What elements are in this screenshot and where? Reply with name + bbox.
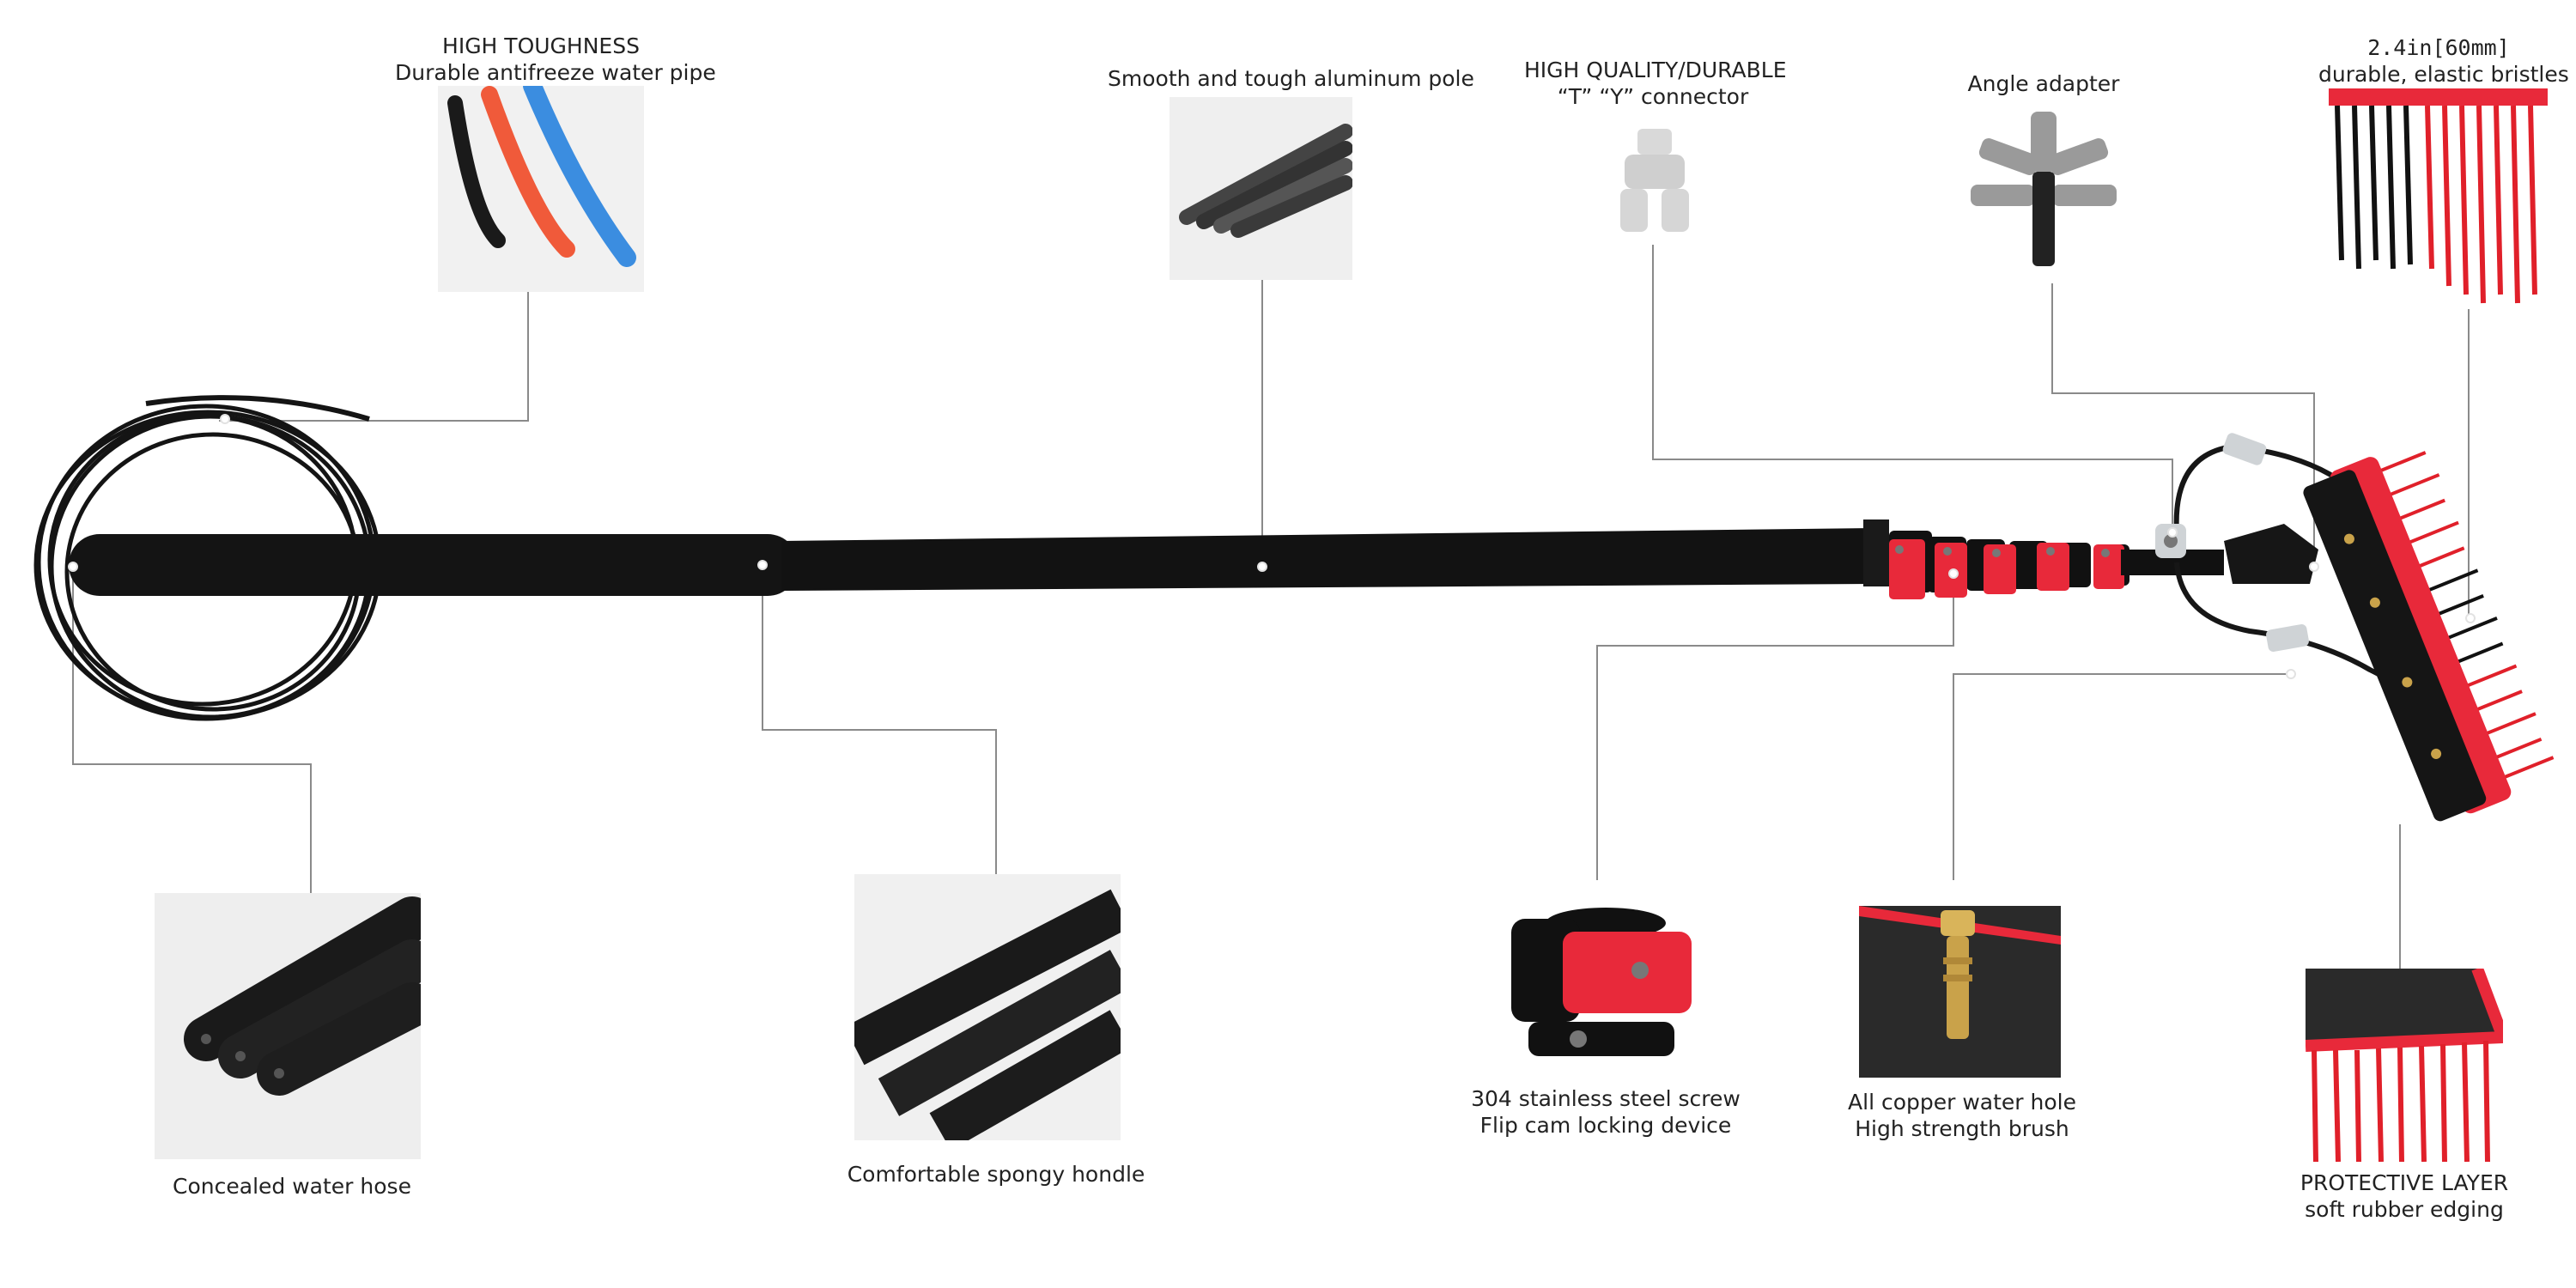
callout-edging-line2: soft rubber edging xyxy=(2305,1197,2504,1222)
callout-bristles-size: 2.4in[60mm] xyxy=(2367,35,2510,60)
callout-pipe-line1: HIGH TOUGHNESS xyxy=(442,33,640,58)
leader-hose xyxy=(72,567,312,893)
copper-water-hole-photo xyxy=(1859,906,2061,1078)
marker-adapter xyxy=(2309,562,2319,572)
foam-handle xyxy=(69,534,799,596)
y-connector-photo xyxy=(1607,120,1702,240)
angle-adapter-photo xyxy=(1962,103,2125,283)
aluminum-pole-photo xyxy=(1170,97,1352,280)
marker-copper xyxy=(2286,669,2296,679)
concealed-hose-photo xyxy=(155,893,421,1159)
marker-connector xyxy=(2167,527,2178,538)
spongy-handle-photo xyxy=(854,874,1121,1140)
callout-pole-line1: Smooth and tough aluminum pole xyxy=(1108,66,1474,91)
marker-pole xyxy=(1257,562,1267,572)
t-connector xyxy=(2155,524,2186,558)
rubber-edging-photo xyxy=(2306,969,2503,1162)
aluminum-pole xyxy=(781,528,1872,591)
callout-adapter: Angle adapter xyxy=(1949,70,2138,97)
leader-handle xyxy=(762,567,997,874)
leader-pipe xyxy=(219,283,529,422)
bristles-photo xyxy=(2329,88,2548,307)
callout-handle-line1: Comfortable spongy hondle xyxy=(847,1162,1145,1187)
callout-copper-line2: High strength brush xyxy=(1855,1116,2069,1141)
marker-handle xyxy=(757,560,768,570)
callout-pipe: HIGH TOUGHNESS Durable antifreeze water … xyxy=(395,33,716,86)
callout-screw-line2: Flip cam locking device xyxy=(1479,1113,1732,1138)
callout-pole: Smooth and tough aluminum pole xyxy=(1108,65,1474,92)
callout-edging-line1: PROTECTIVE LAYER xyxy=(2300,1170,2509,1195)
locking-clamp-photo xyxy=(1511,902,1700,1065)
callout-screw: 304 stainless steel screw Flip cam locki… xyxy=(1468,1085,1743,1139)
callout-hose-line1: Concealed water hose xyxy=(173,1174,411,1199)
marker-bristles xyxy=(2465,613,2476,623)
callout-connector: HIGH QUALITY/DURABLE “T” “Y” connector xyxy=(1524,57,1787,110)
leader-copper xyxy=(1953,673,2288,880)
callout-handle: Comfortable spongy hondle xyxy=(841,1161,1151,1188)
callout-bristles: 2.4in[60mm] durable, elastic bristles xyxy=(2318,34,2569,88)
callout-adapter-line1: Angle adapter xyxy=(1967,71,2120,96)
callout-hose: Concealed water hose xyxy=(146,1173,438,1200)
callout-copper: All copper water hole High strength brus… xyxy=(1825,1089,2099,1142)
leader-connector xyxy=(1652,245,2173,528)
leader-screw xyxy=(1596,567,1954,880)
leader-adapter xyxy=(2051,275,2315,567)
callout-connector-line2: “T” “Y” connector xyxy=(1557,84,1749,109)
callout-connector-line1: HIGH QUALITY/DURABLE xyxy=(1524,58,1787,82)
callout-copper-line1: All copper water hole xyxy=(1848,1090,2076,1115)
marker-pipe xyxy=(220,414,230,424)
antifreeze-pipe-photo xyxy=(438,86,644,292)
flip-cam-clamps xyxy=(1863,519,2129,599)
brush-head xyxy=(2303,451,2555,822)
marker-screw xyxy=(1948,568,1959,579)
callout-bristles-line2: durable, elastic bristles xyxy=(2318,62,2569,87)
callout-pipe-line2: Durable antifreeze water pipe xyxy=(395,60,716,85)
marker-hose xyxy=(68,562,78,572)
callout-screw-line1: 304 stainless steel screw xyxy=(1471,1086,1741,1111)
callout-edging: PROTECTIVE LAYER soft rubber edging xyxy=(2275,1170,2533,1223)
